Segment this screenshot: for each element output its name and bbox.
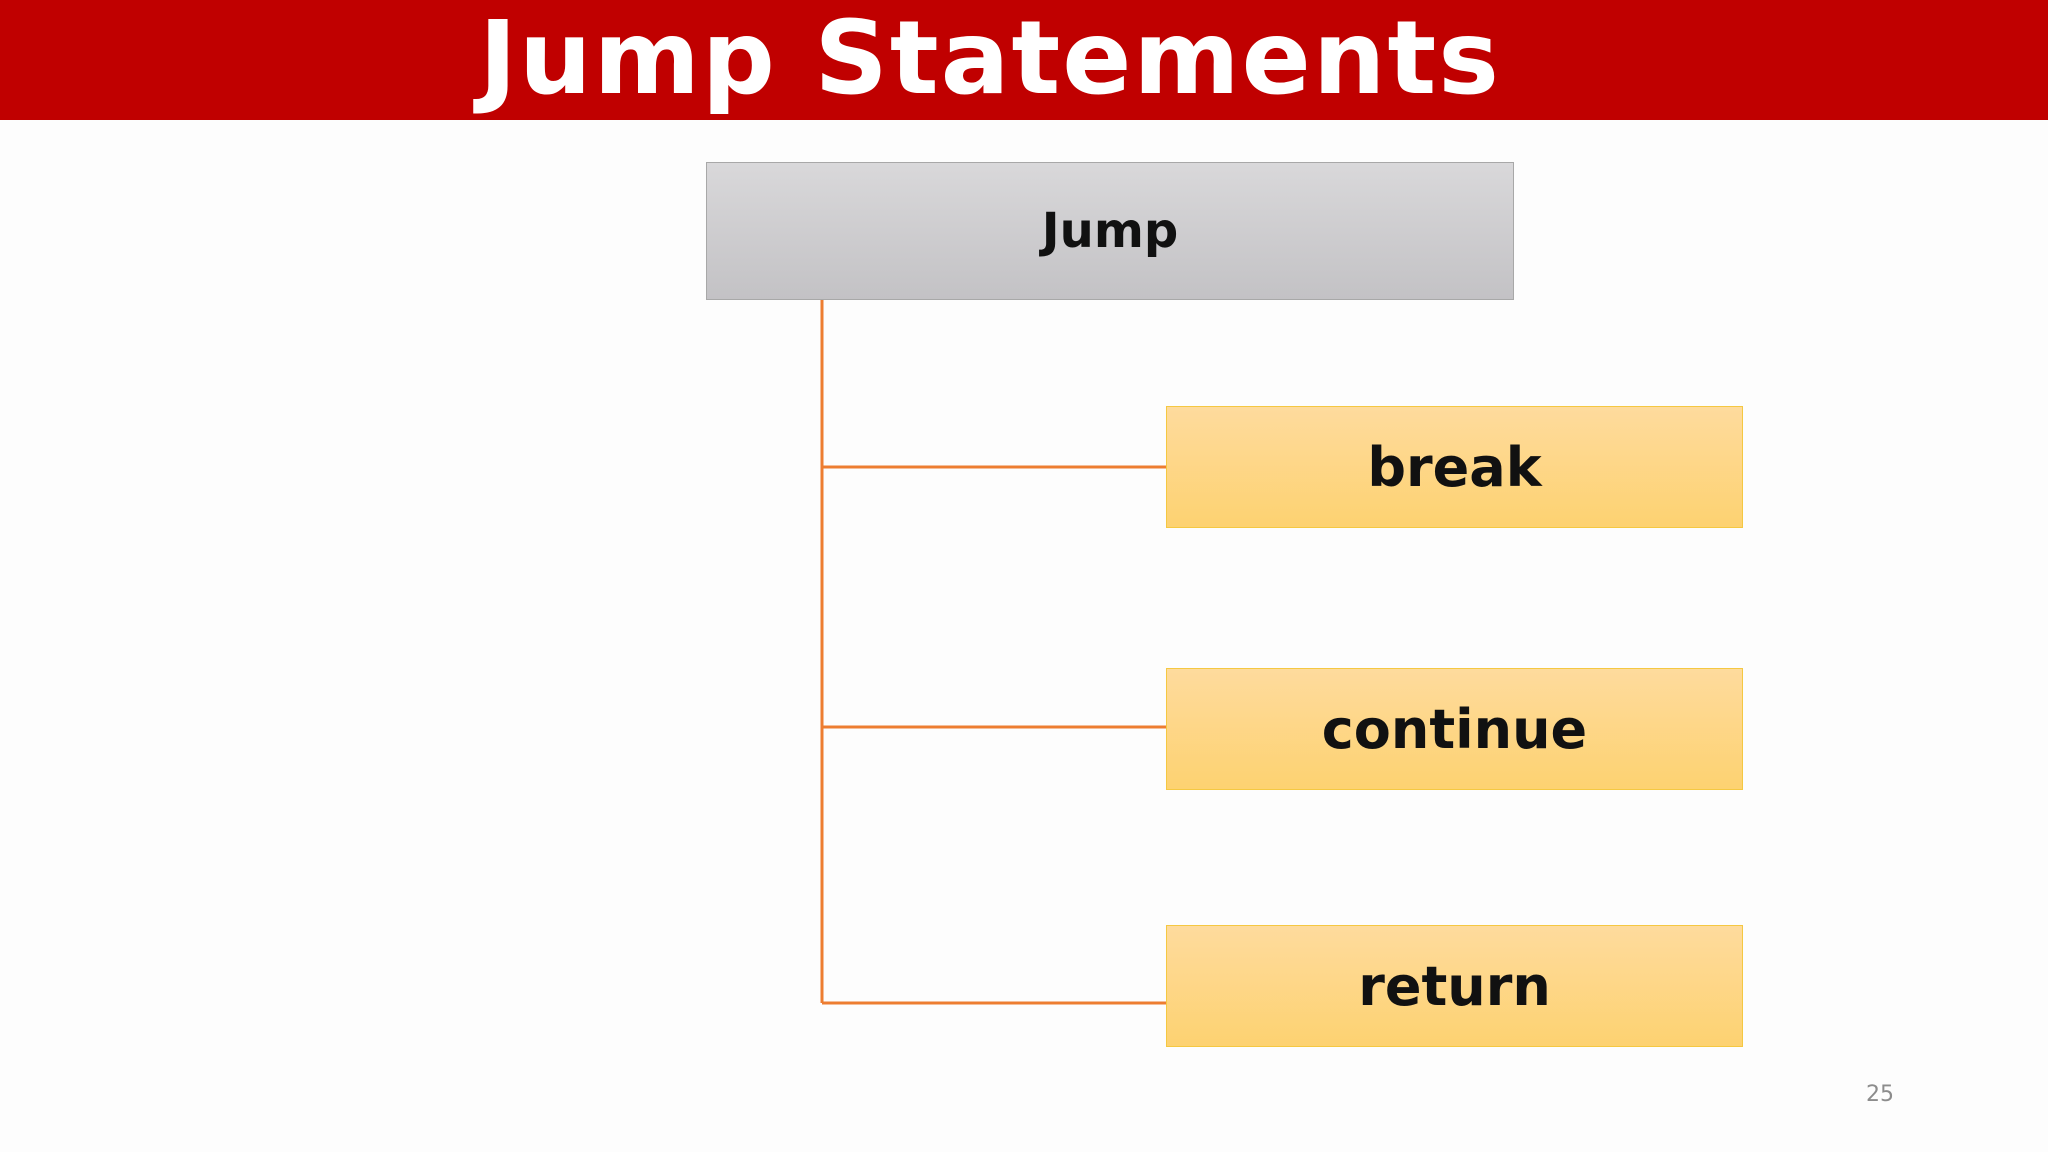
child-node-break: break [1166, 406, 1743, 528]
child-node-continue: continue [1166, 668, 1743, 790]
root-node-jump: Jump [706, 162, 1514, 300]
title-bar [0, 0, 2048, 120]
root-node-label: Jump [1041, 203, 1179, 259]
slide-title: Jump Statements [479, 0, 1501, 118]
child-node-return: return [1166, 925, 1743, 1047]
child-node-label: break [1367, 435, 1542, 499]
child-node-label: continue [1321, 697, 1588, 761]
child-node-label: return [1358, 954, 1551, 1018]
slide-number: 25 [1866, 1082, 1894, 1107]
